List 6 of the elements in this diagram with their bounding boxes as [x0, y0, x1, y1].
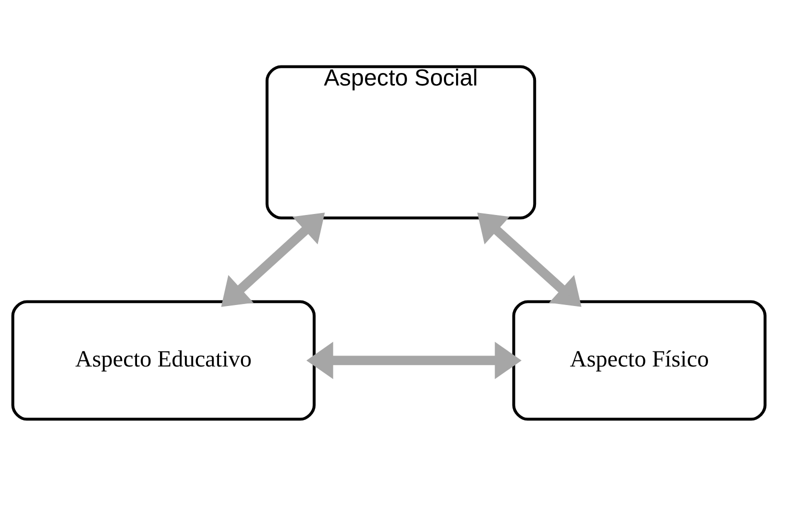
node-box: Aspecto Educativo	[11, 300, 316, 420]
arrow	[477, 212, 582, 306]
node-box: Aspecto Social	[266, 64, 536, 219]
node-box: Aspecto Físico	[512, 300, 766, 420]
arrow	[306, 341, 522, 379]
arrow	[221, 212, 325, 306]
